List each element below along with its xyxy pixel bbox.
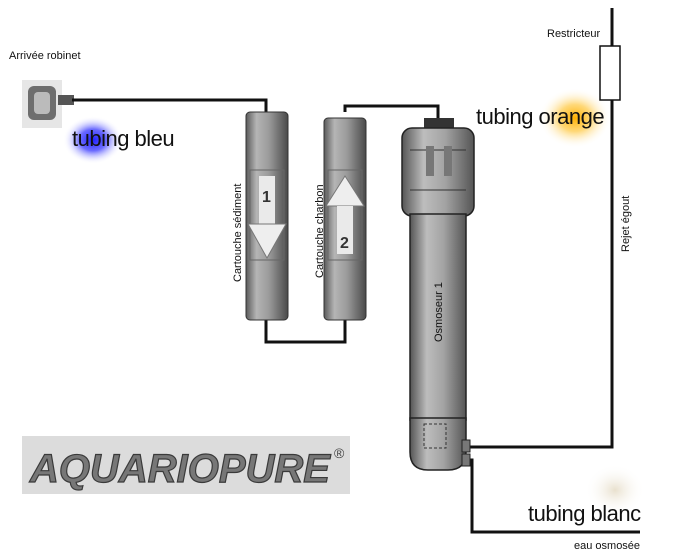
blue-glow — [63, 116, 123, 164]
tubing-blue-label: tubing bleu — [72, 126, 175, 151]
restrictor-label: Restricteur — [547, 28, 601, 40]
tap-label: Arrivée robinet — [9, 50, 81, 62]
logo-wordmark: AQUARIOPURE — [29, 447, 331, 491]
tubing-orange-label: tubing orange — [476, 104, 605, 129]
membrane-label: Osmoseur 1 — [433, 282, 445, 342]
carbon-number: 2 — [340, 235, 349, 252]
tubing-white-label: tubing blanc — [528, 501, 641, 526]
registered-mark: ® — [334, 445, 345, 461]
tube-carbon-membrane — [343, 104, 440, 118]
restrictor-icon — [599, 45, 621, 101]
orange-glow — [539, 88, 611, 148]
sediment-number: 1 — [262, 189, 271, 206]
carbon-cartridge — [323, 117, 367, 321]
carbon-label: Cartouche charbon — [314, 184, 326, 278]
membrane-housing — [401, 118, 475, 471]
tube-sediment-carbon — [264, 320, 347, 344]
tap-fitting-icon — [22, 80, 74, 128]
tube-drain — [465, 100, 614, 449]
sediment-label: Cartouche sédiment — [232, 183, 244, 282]
drain-label: Rejet égout — [620, 195, 632, 252]
white-glow — [585, 464, 645, 516]
tube-inlet — [72, 98, 268, 112]
aquariopure-logo: AQUARIOPURE ® — [22, 436, 350, 494]
output-label: eau osmosée — [574, 540, 641, 552]
sediment-cartridge — [245, 111, 289, 321]
